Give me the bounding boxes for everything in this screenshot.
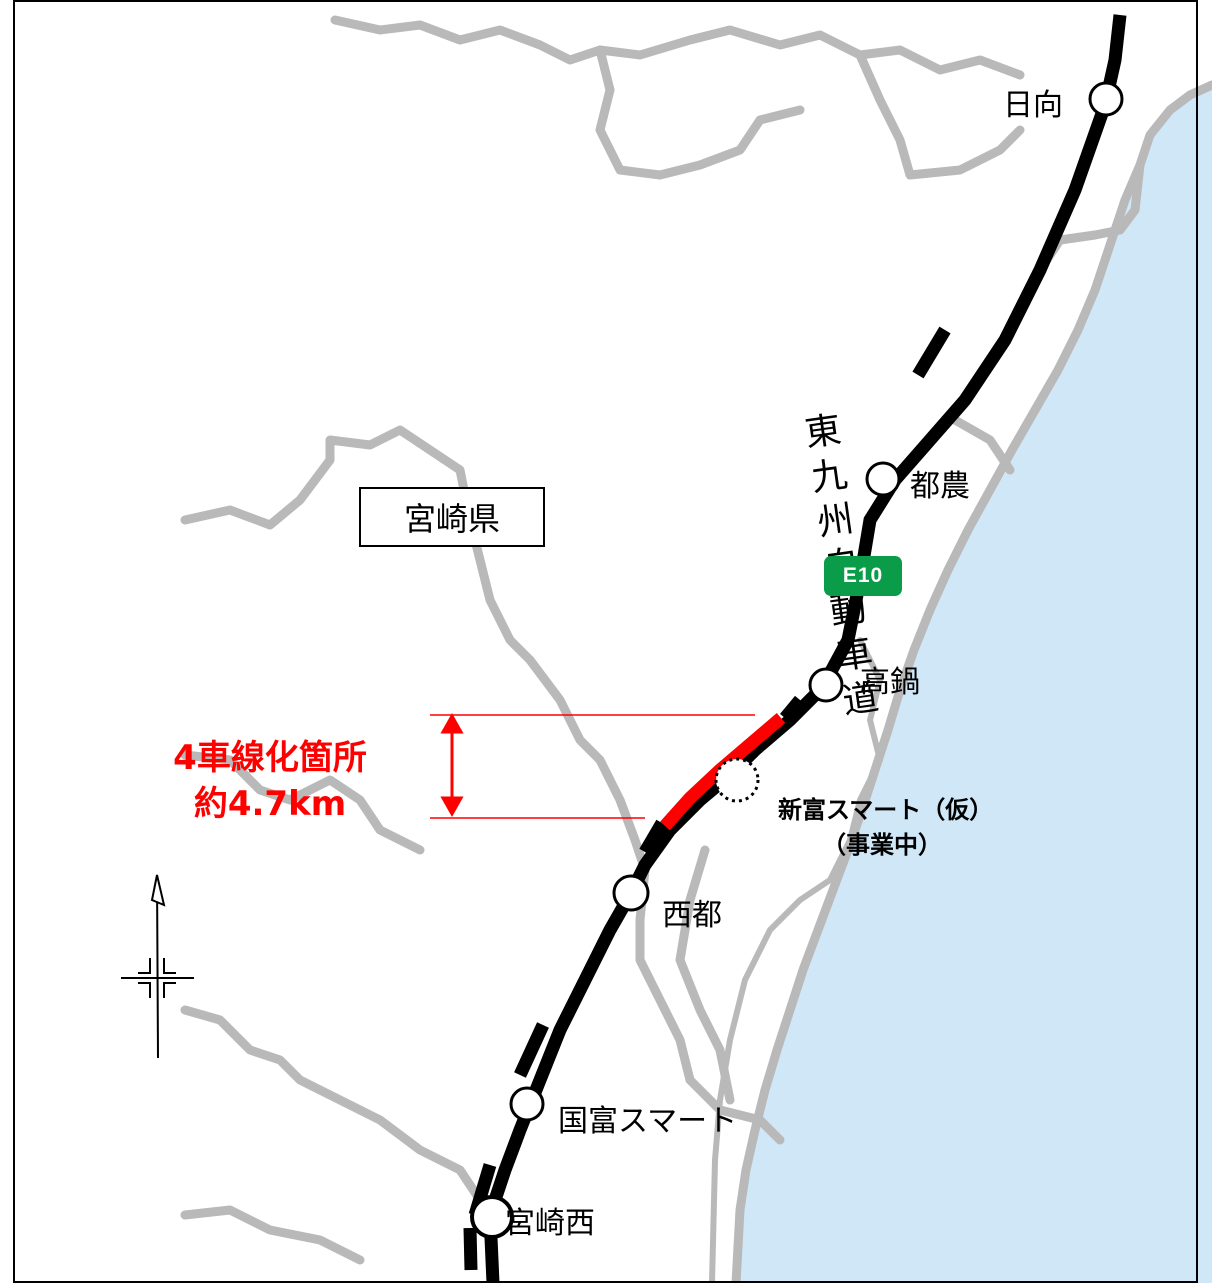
route-char: 州 <box>814 498 857 545</box>
ic-label-takanabe: 高鍋 <box>860 665 920 700</box>
ic-circles <box>470 81 1124 1239</box>
prefecture-label: 宮崎県 <box>359 487 545 547</box>
north-arrow <box>121 874 194 1059</box>
route-shield: E10 <box>824 556 902 596</box>
measure-lines <box>430 714 755 819</box>
ic-label-kunitomi: 国富スマート <box>558 1104 738 1139</box>
planned-ic-circle <box>714 757 760 803</box>
widening-section <box>660 713 786 831</box>
planned-ic-label: 新富スマート（仮） <box>778 796 994 824</box>
expressway-line <box>483 14 1127 1283</box>
widening-length: 約4.7km <box>193 784 347 824</box>
measure-arrow <box>440 712 464 818</box>
route-char: 東 <box>802 409 844 456</box>
planned-ic-status: （事業中） <box>822 831 942 859</box>
widening-title: 4車線化箇所 <box>173 738 367 778</box>
route-char: 九 <box>808 454 851 500</box>
sea <box>736 85 1212 1283</box>
ic-label-saito: 西都 <box>662 898 722 933</box>
ic-label-tsuno: 都農 <box>910 469 970 504</box>
ic-label-hyuga: 日向 <box>1003 88 1063 123</box>
ic-label-miyazaki-nishi: 宮崎西 <box>505 1206 595 1241</box>
frame <box>13 0 1198 1283</box>
